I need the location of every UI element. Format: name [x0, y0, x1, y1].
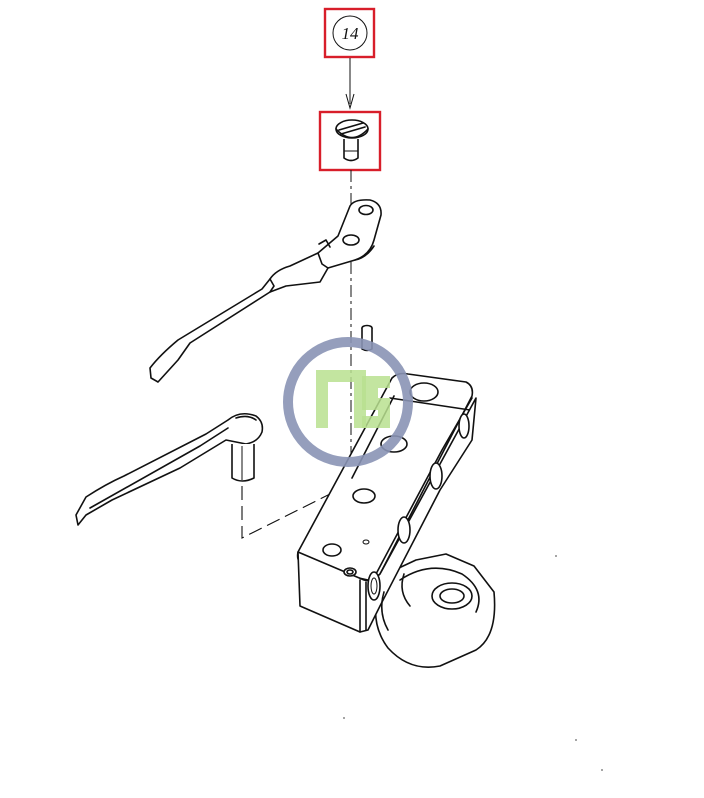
connection-dashed-line	[241, 486, 331, 539]
part-callout[interactable]: 14	[323, 7, 376, 59]
leader-arrow	[345, 58, 355, 110]
callout-number: 14	[342, 24, 360, 43]
callout-highlight-box	[323, 7, 376, 59]
brand-logo-icon	[283, 337, 413, 467]
callout-circle	[332, 15, 368, 51]
screw-part[interactable]	[318, 110, 382, 172]
lower-lever-with-post	[75, 412, 264, 526]
upper-lever-arm	[149, 199, 382, 383]
background-specks	[343, 555, 603, 771]
screw-highlight-box	[318, 110, 382, 172]
